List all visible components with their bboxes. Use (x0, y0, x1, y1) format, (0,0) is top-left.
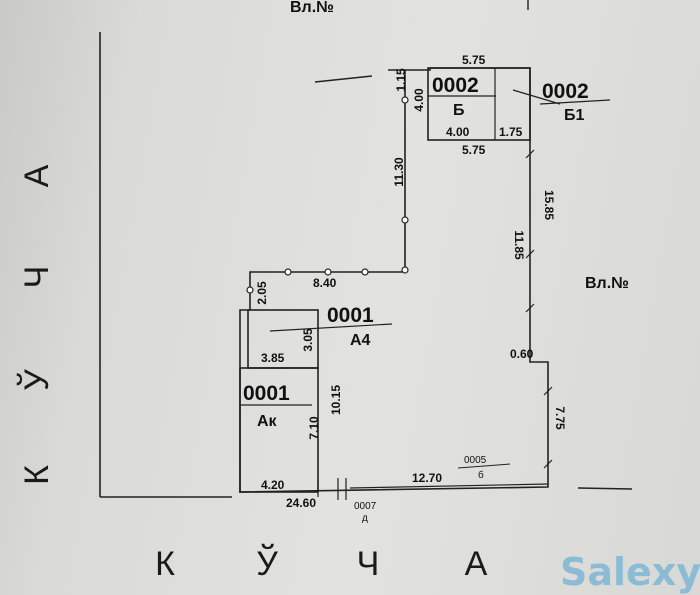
building-b-sub: Б (453, 102, 465, 119)
dim-b-bottom-width: 5.75 (462, 143, 486, 157)
street-name-bottom: К Ў Ч А (155, 544, 488, 583)
dim-left-upper-height: 11.30 (392, 157, 406, 187)
survey-point (246, 286, 254, 294)
code-0005-underline (457, 463, 511, 469)
survey-point (401, 216, 409, 224)
dim-b-height: 4.00 (412, 88, 426, 112)
building-b-code: 0002 (432, 74, 479, 97)
dim-top-width: 5.75 (462, 53, 486, 67)
building-b1-code-underline (539, 99, 611, 105)
dim-right-jog: 0.60 (510, 347, 534, 361)
bottom-inner-line (349, 483, 549, 489)
dim-ak-height-outer: 10.15 (329, 385, 343, 415)
dim-right-lower: 7.75 (553, 406, 567, 430)
survey-point (401, 266, 409, 274)
building-ak-sub: Ак (257, 413, 278, 430)
survey-points (246, 96, 409, 294)
watermark-logo: Salexy (560, 550, 700, 594)
neighbor-label-top: Вл.№ (290, 0, 334, 16)
neighbor-boundary-bottom-right (577, 487, 633, 490)
building-b1-sub: Б1 (564, 107, 585, 124)
dim-top-left-small: 1.15 (394, 68, 408, 92)
building-a4-sub: А4 (350, 332, 371, 349)
dim-right-upper-outer: 15.85 (542, 190, 556, 220)
dim-ak-height-inner: 7.10 (307, 416, 321, 440)
right-wall-marks (525, 149, 553, 469)
building-b1-leader (512, 89, 561, 105)
dim-ak-width: 4.20 (261, 478, 285, 492)
building-a4-code: 0001 (327, 304, 374, 327)
wall-mark (525, 249, 535, 259)
street-bottom-letter-4: А (465, 545, 488, 583)
dim-step-width: 8.40 (313, 276, 337, 290)
wall-mark (525, 149, 535, 159)
street-bottom-letter-3: Ч (357, 545, 380, 583)
dim-a4-width: 3.85 (261, 351, 285, 365)
code-0007-sub: д (362, 513, 368, 524)
building-b-outline (427, 67, 531, 141)
code-0005: 0005 (464, 455, 487, 466)
dim-bottom-total: 24.60 (286, 496, 316, 510)
survey-point (401, 96, 409, 104)
street-left-letter-1: А (18, 164, 56, 187)
street-left-letter-3: Ў (17, 369, 56, 391)
building-b1-code: 0002 (542, 80, 589, 103)
dim-step-height: 2.05 (255, 281, 269, 305)
street-name-left: А Ч Ў К (17, 164, 56, 485)
street-bottom-letter-1: К (155, 545, 175, 583)
dim-a4-height: 3.05 (301, 328, 315, 352)
survey-point (284, 268, 292, 276)
code-0005-sub: б (478, 469, 484, 481)
wall-mark (525, 303, 535, 313)
neighbor-boundary-top-left (314, 75, 373, 83)
survey-point (324, 268, 332, 276)
neighbor-label-right: Вл.№ (585, 275, 629, 292)
street-bottom-letter-2: Ў (256, 544, 278, 583)
wall-mark (543, 459, 553, 469)
building-ak-code: 0001 (243, 382, 290, 405)
street-left-letter-2: Ч (18, 266, 56, 289)
code-0007: 0007 (354, 501, 377, 512)
wall-mark (543, 386, 553, 396)
dim-b-inner-width: 4.00 (446, 125, 470, 139)
survey-point (361, 268, 369, 276)
dim-b-right-small: 1.75 (499, 125, 523, 139)
dim-bottom-right: 12.70 (412, 471, 442, 485)
building-a4-leader (269, 323, 393, 332)
building-ak-outline (239, 367, 319, 493)
street-left-letter-4: К (18, 465, 56, 485)
dim-right-upper-inner: 11.85 (512, 230, 526, 260)
